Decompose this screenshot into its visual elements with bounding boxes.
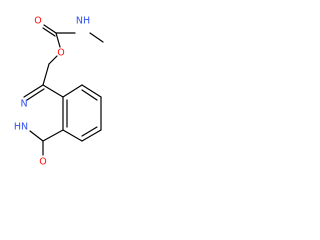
amide-nh-label: NH (76, 16, 90, 27)
ring-nh-label: HN (14, 122, 28, 133)
ester-oxygen-label: O (57, 48, 64, 59)
bond-c5-c4a (62, 129, 83, 142)
carbonyl-oxygen-label: O (34, 16, 41, 27)
bond-c1-n2-double-a (23, 84, 44, 98)
bond-nh-methyl (89, 32, 104, 43)
bond-c4-c4a (42, 129, 64, 142)
bond-n3-c4 (29, 130, 44, 142)
bond-c1-c8a (42, 84, 64, 98)
ring-nitrogen-label: N (20, 99, 27, 110)
bond-c6-c5-inner (81, 126, 98, 137)
bond-c6-c5 (81, 129, 102, 142)
bond-ch2-c1 (42, 63, 50, 86)
bond-c8-c7 (81, 84, 102, 98)
bond-c8-c7-inner (81, 89, 98, 101)
bond-ester-o-ch2 (48, 55, 58, 65)
bond-c1-n2-double-b (26, 88, 45, 101)
structure-diagram: O NH O N HN O (14, 16, 104, 168)
bond-carbonyl-c-ester-o (55, 32, 61, 48)
ketone-oxygen-label: O (39, 157, 46, 168)
bond-c8a-c8 (62, 84, 83, 98)
bond-carbonyl-c-o-double-b (42, 27, 56, 37)
bond-carbonyl-c-o-double-a (43, 24, 57, 34)
